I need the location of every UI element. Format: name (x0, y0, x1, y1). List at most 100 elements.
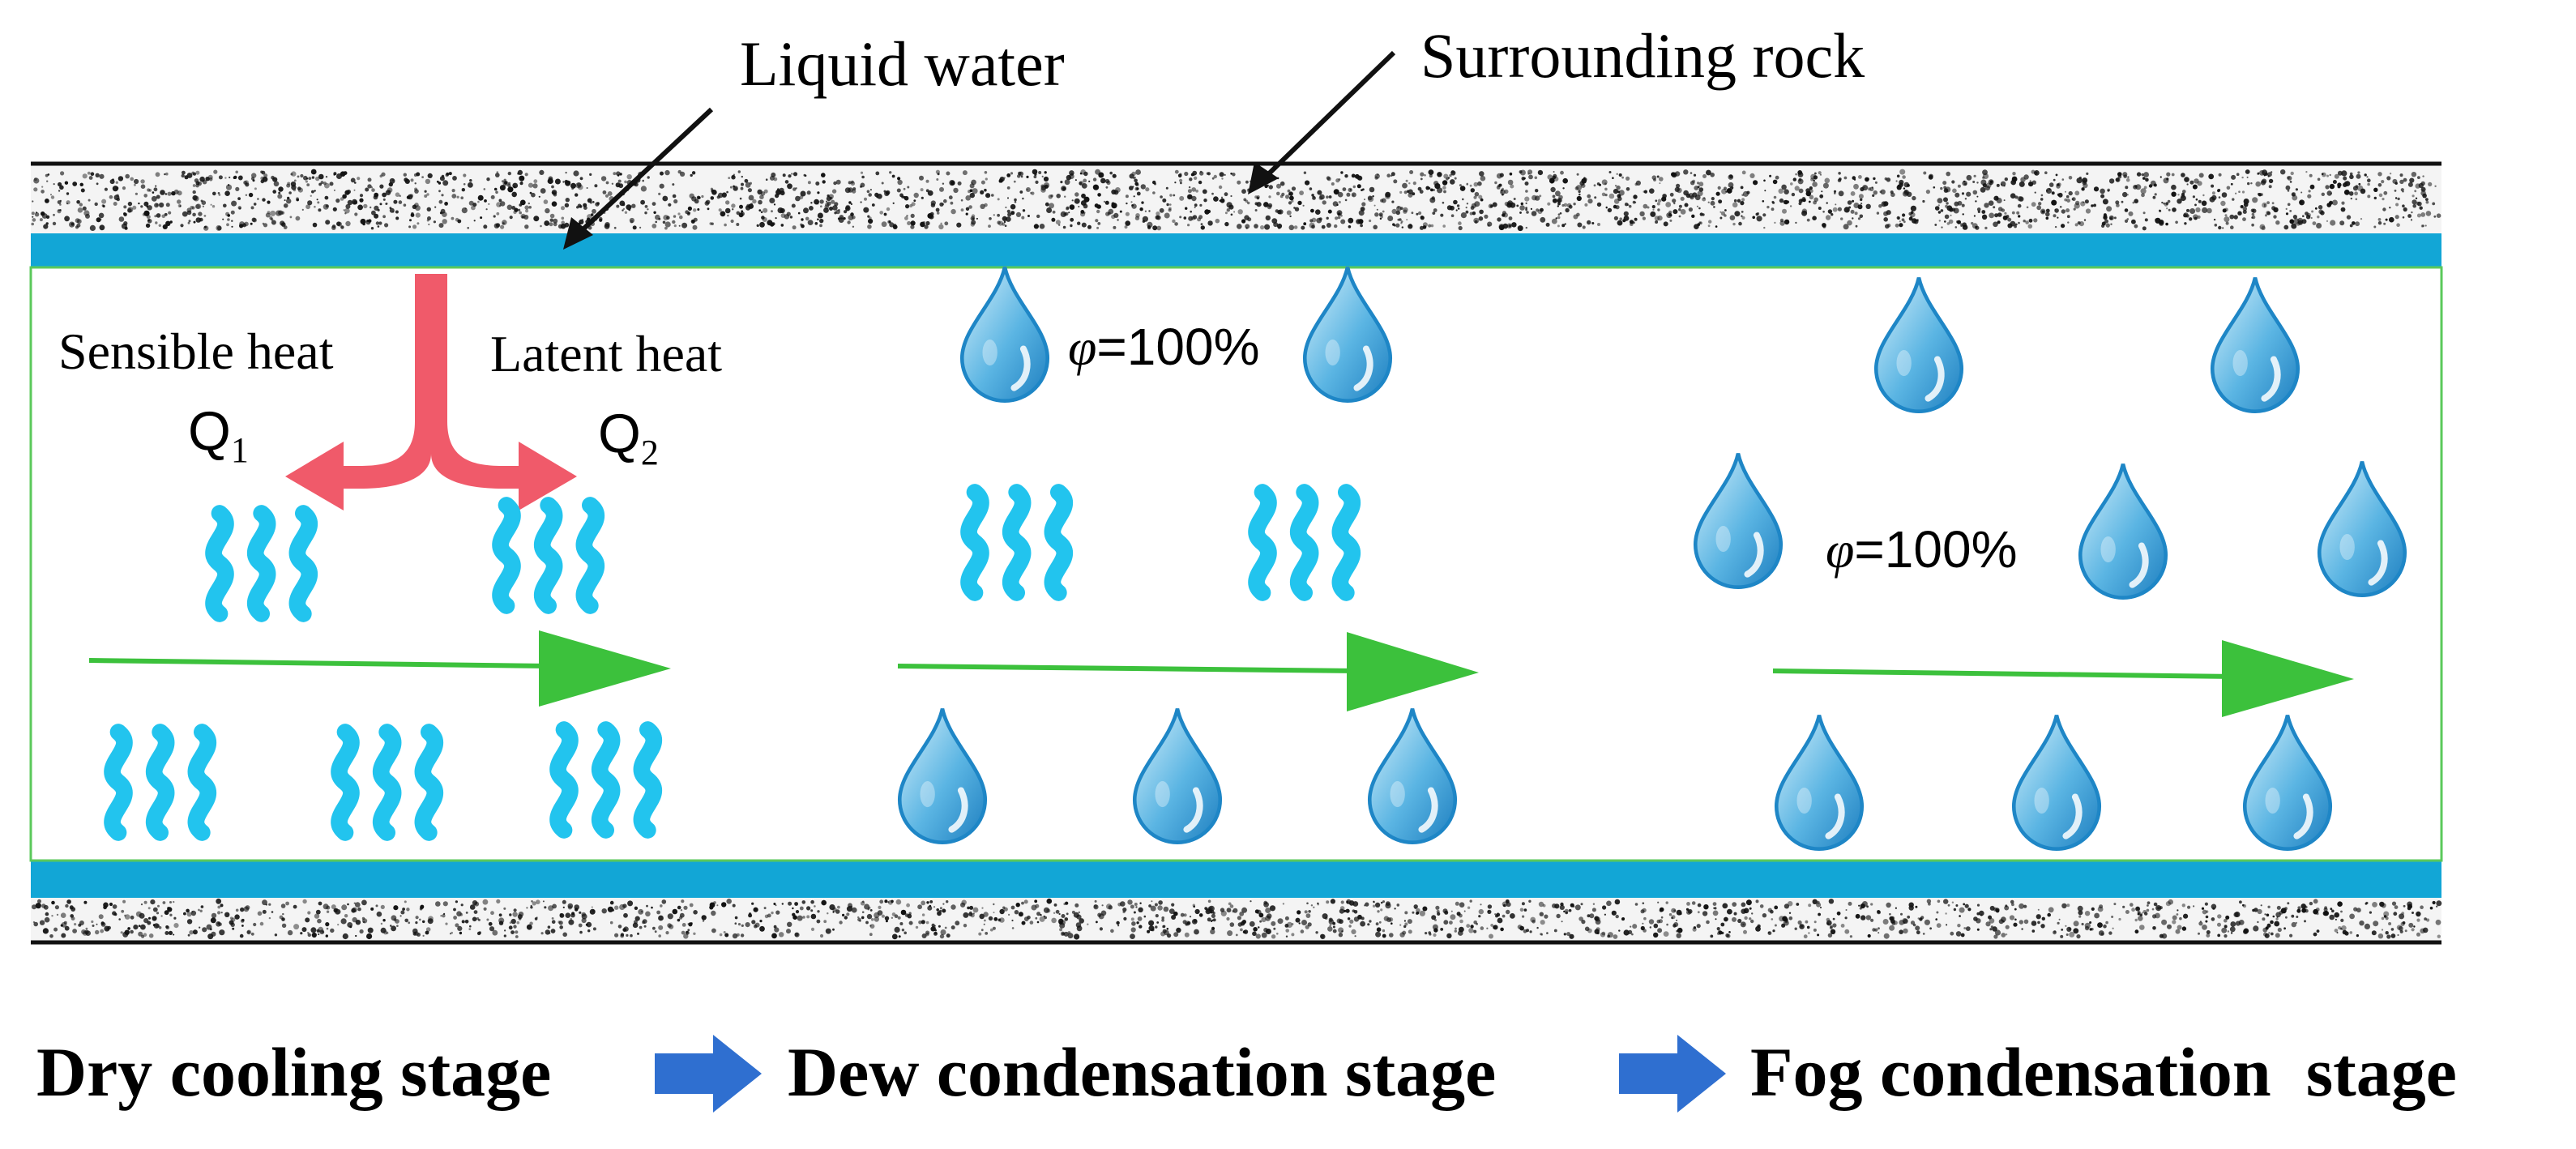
rock-speckle (1393, 224, 1396, 227)
rock-speckle (32, 904, 36, 910)
rock-speckle (1074, 192, 1079, 197)
rock-speckle (781, 903, 784, 905)
rock-speckle (193, 172, 196, 176)
rock-speckle (533, 216, 540, 222)
rock-speckle (469, 179, 472, 182)
rock-speckle (485, 208, 488, 211)
rock-speckle (2400, 188, 2404, 192)
rock-speckle (1174, 182, 1177, 184)
rock-speckle (2202, 909, 2207, 915)
rock-speckle (1450, 910, 1453, 912)
rock-speckle (34, 212, 40, 217)
rock-speckle (1690, 181, 1695, 186)
rock-speckle (1473, 182, 1479, 187)
rock-speckle (1081, 193, 1086, 199)
rock-speckle (881, 914, 885, 918)
rock-speckle (329, 182, 334, 186)
rock-speckle (2322, 172, 2326, 177)
rock-speckle (1805, 920, 1809, 924)
rock-speckle (353, 902, 356, 904)
rock-speckle (707, 207, 710, 211)
rock-speckle (1702, 197, 1707, 202)
rock-speckle (312, 222, 318, 228)
rock-speckle (2097, 922, 2103, 928)
rock-speckle (152, 191, 155, 194)
latent-heat-label: Latent heat (490, 325, 722, 382)
rock-speckle (457, 925, 463, 931)
rock-speckle (592, 927, 596, 931)
rock-speckle (1848, 901, 1852, 906)
rock-speckle (482, 899, 489, 905)
rock-speckle (1019, 171, 1024, 177)
rock-speckle (1702, 174, 1707, 178)
rock-speckle (2084, 925, 2090, 931)
rock-speckle (822, 180, 826, 184)
rock-speckle (301, 927, 307, 933)
rock-speckle (686, 930, 689, 934)
rock-speckle (1580, 903, 1583, 906)
rock-speckle (2026, 206, 2029, 209)
rock-speckle (848, 181, 852, 185)
rock-speckle (926, 901, 929, 904)
rock-speckle (1168, 908, 1175, 914)
rock-speckle (113, 202, 117, 206)
rock-speckle (620, 933, 625, 937)
rock-speckle (2057, 921, 2060, 925)
rock-speckle (314, 205, 316, 208)
rock-speckle (1291, 933, 1295, 937)
rock-speckle (595, 202, 600, 207)
rock-speckle (1691, 901, 1696, 905)
rock-speckle (1555, 190, 1561, 197)
rock-speckle (2100, 194, 2105, 199)
rock-speckle (1063, 931, 1069, 937)
rock-speckle (2283, 927, 2287, 930)
rock-speckle (463, 173, 467, 177)
rock-speckle (379, 184, 384, 189)
rock-speckle (1338, 178, 1341, 181)
rock-speckle (1056, 194, 1061, 199)
rock-speckle (1075, 922, 1082, 928)
rock-speckle (1517, 925, 1523, 929)
rock-speckle (2029, 179, 2031, 182)
rock-speckle (702, 920, 705, 922)
rock-speckle (1899, 169, 1906, 175)
rock-speckle (1643, 190, 1647, 194)
rock-speckle (2352, 221, 2356, 225)
rock-speckle (1333, 189, 1339, 195)
rock-speckle (1728, 182, 1734, 188)
rock-speckle (906, 215, 908, 217)
rock-speckle (2064, 198, 2068, 202)
rock-speckle (1539, 194, 1542, 198)
rock-speckle (1830, 925, 1833, 929)
rock-speckle (609, 900, 614, 905)
rock-speckle (908, 912, 912, 915)
rock-speckle (1554, 903, 1560, 909)
rock-speckle (658, 192, 661, 195)
rock-speckle (1094, 899, 1097, 903)
rock-speckle (2309, 173, 2313, 177)
rock-speckle (2226, 186, 2231, 190)
rock-speckle (1354, 173, 1360, 179)
rock-speckle (965, 212, 968, 216)
rock-speckle (549, 222, 553, 227)
rock-speckle (2224, 918, 2228, 923)
rock-speckle (1305, 180, 1310, 186)
rock-speckle (1516, 204, 1519, 207)
rock-speckle (1021, 901, 1024, 905)
rock-speckle (1954, 201, 1959, 207)
rock-speckle (2399, 173, 2403, 177)
rock-speckle (112, 911, 117, 916)
rock-speckle (2051, 191, 2055, 195)
rock-speckle (2412, 203, 2416, 208)
rock-speckle (269, 216, 273, 220)
rock-speckle (1313, 906, 1315, 909)
rock-speckle (70, 907, 76, 912)
rock-speckle (2021, 928, 2023, 930)
rock-speckle (1920, 916, 1925, 920)
rock-speckle (1582, 225, 1586, 229)
rock-speckle (2344, 190, 2349, 194)
rock-speckle (267, 200, 271, 204)
rock-speckle (1369, 920, 1372, 923)
rock-speckle (1442, 180, 1448, 186)
rock-speckle (1673, 202, 1676, 205)
